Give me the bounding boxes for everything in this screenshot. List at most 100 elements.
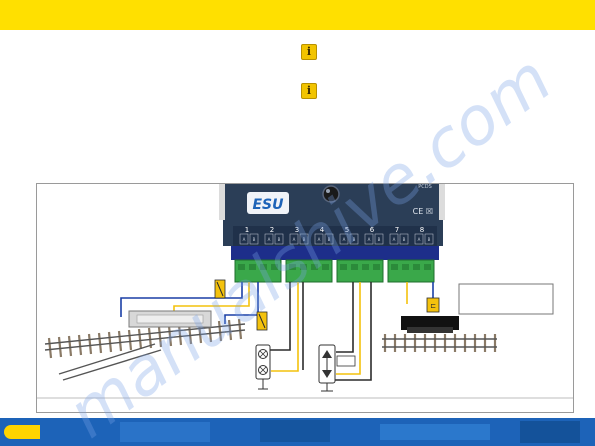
terminal-ab-label: A	[343, 237, 346, 242]
terminal-ab-label: A	[418, 237, 421, 242]
track-sleeper	[137, 328, 143, 350]
module-knob-highlight	[326, 189, 330, 193]
track-sleeper	[77, 334, 83, 356]
terminal-screw	[311, 264, 318, 270]
terminal-ab-label: B	[253, 237, 256, 242]
esu-logo-plate	[247, 192, 289, 214]
light-signal	[255, 344, 271, 390]
module-right-tab	[439, 184, 445, 220]
info-icon-glyph: i	[306, 84, 312, 97]
terminal-cell	[349, 233, 359, 245]
module-base	[231, 246, 439, 260]
track-sleeper	[217, 320, 223, 342]
terminal-cell	[324, 233, 334, 245]
terminal-ab-label: A	[243, 237, 246, 242]
uncoupler-track	[382, 316, 497, 352]
info-icon: i	[301, 44, 317, 60]
esu-logo-text: ESU	[252, 197, 284, 213]
terminal-ab-label: A	[293, 237, 296, 242]
wire-signal-yellow	[336, 282, 361, 375]
terminal-cell	[264, 233, 274, 245]
compliance-marks: CE ☒	[413, 207, 433, 216]
wire-signal-black	[336, 282, 354, 353]
terminal-cell	[239, 233, 249, 245]
module-model-label: PCDS	[418, 184, 432, 190]
track-sleeper	[117, 330, 123, 352]
module-knob-icon	[322, 185, 340, 203]
terminal-number: 4	[320, 226, 325, 234]
terminal-ab-label: B	[403, 237, 406, 242]
terminal-ab-label: A	[368, 237, 371, 242]
terminal-blocks	[234, 259, 435, 283]
track-sleeper	[57, 336, 63, 358]
svg-text:⊏: ⊏	[430, 302, 436, 310]
module-left-tab	[219, 184, 225, 220]
track-sleeper	[107, 331, 113, 353]
terminal-ab-label: B	[328, 237, 331, 242]
info-icon: i	[301, 83, 317, 99]
terminal-cell	[364, 233, 374, 245]
terminal-block	[285, 259, 333, 283]
terminal-cell	[274, 233, 284, 245]
wire-signal-black-2	[327, 282, 372, 381]
resistor-icon	[214, 279, 226, 299]
terminal-screw	[424, 264, 431, 270]
terminal-label-strip	[233, 226, 437, 246]
terminal-ab-label: A	[268, 237, 271, 242]
terminal-cell	[399, 233, 409, 245]
terminal-number: 8	[420, 226, 424, 234]
track-sleeper	[177, 324, 183, 346]
track-sleeper	[167, 325, 173, 347]
terminal-screw	[249, 264, 256, 270]
wire-lamp-common	[269, 282, 291, 351]
diode-icon: ⊏	[426, 297, 440, 313]
terminal-cell	[389, 233, 399, 245]
wire-turnout-blue-2	[224, 282, 259, 324]
turnout-motor	[128, 310, 212, 328]
terminal-screw	[362, 264, 369, 270]
terminal-cell	[414, 233, 424, 245]
terminal-cell	[424, 233, 434, 245]
terminal-screw	[271, 264, 278, 270]
terminal-screw	[300, 264, 307, 270]
terminal-ab-label: B	[353, 237, 356, 242]
terminal-screw	[373, 264, 380, 270]
terminal-screw	[260, 264, 267, 270]
terminal-number: 5	[345, 226, 349, 234]
terminal-ab-label: B	[278, 237, 281, 242]
footer-bar	[0, 418, 595, 446]
terminal-number: 3	[295, 226, 299, 234]
terminal-screw	[413, 264, 420, 270]
uncoupler-unit	[401, 316, 459, 330]
top-accent-bar	[0, 0, 595, 30]
terminal-screw	[351, 264, 358, 270]
info-icon-glyph: i	[306, 45, 312, 58]
semaphore-signal	[318, 344, 356, 392]
terminal-cell	[314, 233, 324, 245]
terminal-number: 2	[270, 226, 274, 234]
signal-label-box	[336, 355, 356, 367]
wire-turnout-blue	[120, 282, 243, 317]
terminal-number: 7	[395, 226, 399, 234]
terminal-cell	[249, 233, 259, 245]
terminal-screw	[289, 264, 296, 270]
terminal-cell	[339, 233, 349, 245]
terminal-block	[234, 259, 282, 283]
page-number	[4, 425, 40, 439]
terminal-screw	[402, 264, 409, 270]
terminal-ab-label: B	[303, 237, 306, 242]
track-sleeper	[127, 329, 133, 351]
track-sleeper	[87, 333, 93, 355]
resistor-icon	[256, 311, 268, 331]
wire-lamp-yellow	[271, 282, 299, 372]
terminal-block	[387, 259, 435, 283]
track-sleeper	[47, 337, 53, 359]
terminal-cell	[289, 233, 299, 245]
terminal-screw	[322, 264, 329, 270]
terminal-ab-label: B	[428, 237, 431, 242]
terminal-ab-label: A	[318, 237, 321, 242]
figure-label-box	[458, 283, 554, 315]
terminal-screw	[340, 264, 347, 270]
